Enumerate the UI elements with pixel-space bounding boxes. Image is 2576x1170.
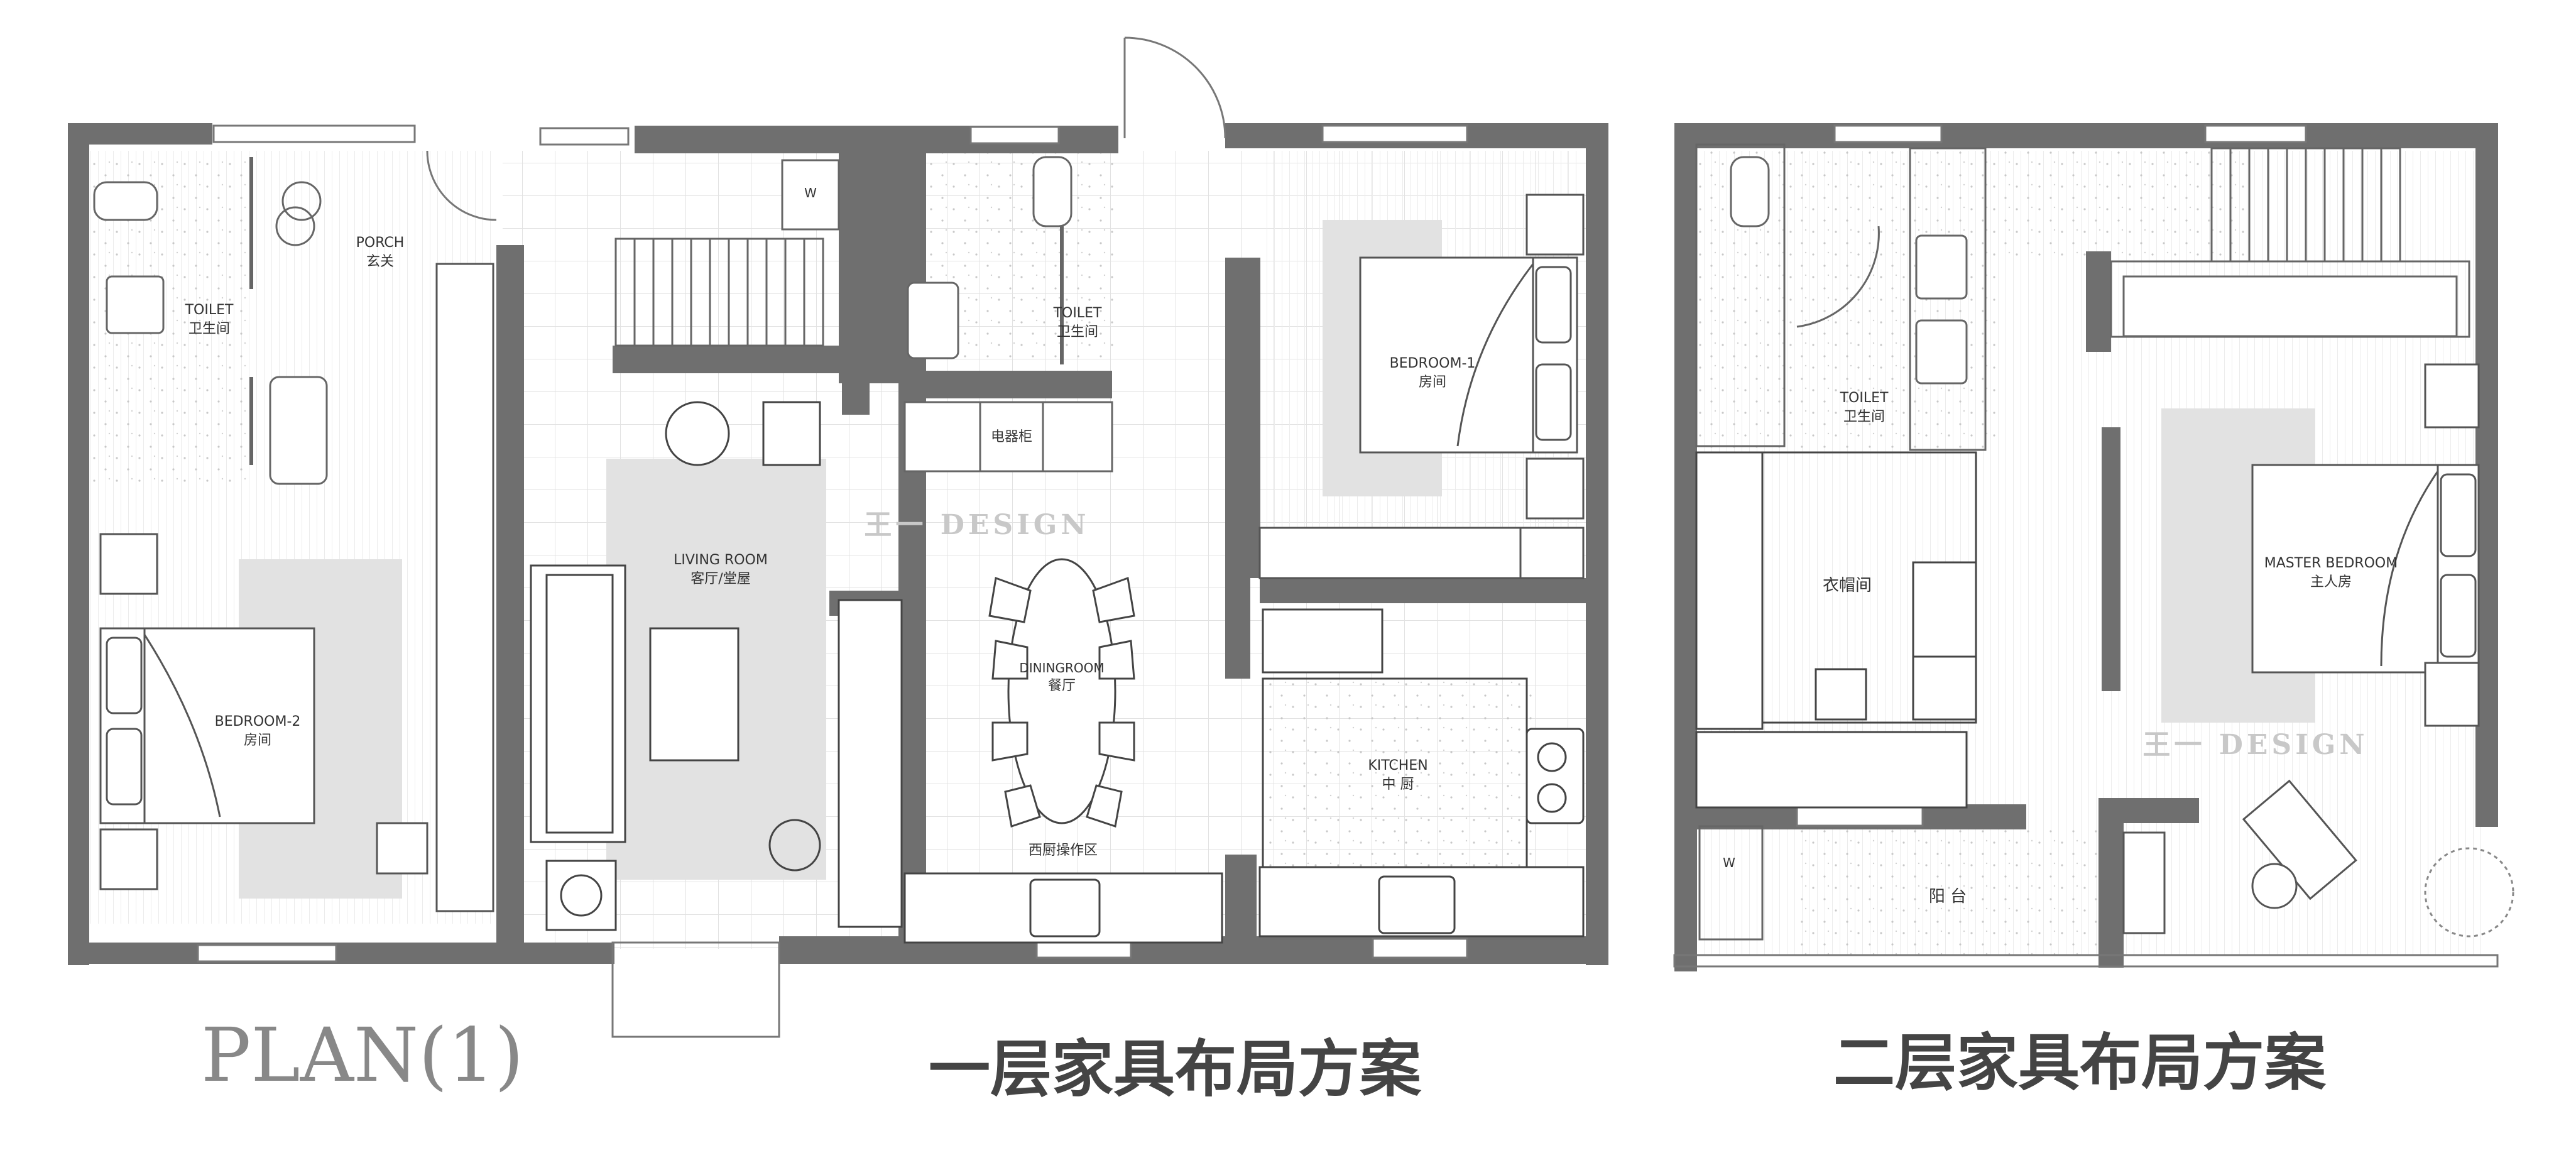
dining-furniture (903, 558, 1223, 944)
bedroom2-label-zh: 房间 (244, 733, 271, 748)
western-kitchen-label: 西厨操作区 (1029, 843, 1098, 858)
porch-label-en: PORCH (356, 235, 405, 251)
toilet-2f-fixtures (1695, 143, 1987, 451)
balcony-label: 阳 台 (1929, 887, 1967, 906)
toilet-left-label-zh: 卫生间 (188, 321, 230, 337)
exterior-walls-2f (1674, 123, 2498, 971)
entry-doors (426, 36, 1226, 1038)
appliance-cabinet-label: 电器柜 (991, 429, 1032, 445)
bed-bedroom1 (1258, 194, 1585, 579)
plan-title: PLAN(1) (201, 1012, 523, 1098)
master-label-zh: 主人房 (2310, 574, 2352, 590)
kitchen-label-zh: 中 厨 (1382, 777, 1414, 792)
toilet-left-label-en: TOILET (185, 302, 234, 318)
living-furniture (530, 401, 903, 931)
first-floor: W (68, 36, 1608, 1038)
kitchen-label-en: KITCHEN (1368, 758, 1427, 774)
bedroom2-label-en: BEDROOM-2 (215, 714, 301, 730)
plant-master (2424, 847, 2514, 938)
bedroom1-label-zh: 房间 (1419, 375, 1446, 390)
toilet-2f-label-zh: 卫生间 (1843, 409, 1885, 425)
toilet-mid-label-en: TOILET (1053, 305, 1102, 321)
toilet-mid-fixtures (903, 156, 1113, 473)
cloakroom-furniture (1695, 451, 1977, 809)
floor1-caption: 一层家具布局方案 (929, 1034, 1422, 1105)
living-label-en: LIVING ROOM (674, 552, 768, 568)
bedroom1-label-en: BEDROOM-1 (1390, 356, 1476, 371)
second-floor: W TOILET 卫生间 衣帽间 MASTER BEDROOM 主人房 阳 台 … (1673, 123, 2514, 971)
toilet-2f-label-en: TOILET (1840, 390, 1889, 406)
floor2-caption: 二层家具布局方案 (1833, 1027, 2327, 1099)
master-label-en: MASTER BEDROOM (2264, 555, 2398, 571)
cloakroom-label: 衣帽间 (1823, 576, 1872, 595)
porch-label-zh: 玄关 (366, 254, 394, 270)
toilet-mid-label-zh: 卫生间 (1057, 324, 1098, 340)
dining-label-zh: 餐厅 (1048, 678, 1076, 694)
living-label-zh: 客厅/堂屋 (690, 571, 750, 587)
bed-bedroom2 (99, 263, 494, 912)
stair-1f (614, 159, 840, 347)
kitchen-furniture (1258, 608, 1585, 938)
bed-master (2122, 363, 2480, 934)
interior-walls (496, 151, 1586, 961)
toilet-left-fixtures (93, 157, 328, 485)
washer-label-2f: W (1723, 855, 1735, 870)
washer-label-1f: W (804, 185, 817, 200)
stair-2f (2110, 147, 2470, 338)
watermark-1f: 王一 DESIGN (864, 509, 1089, 541)
watermark-2f: 王一 DESIGN (2142, 729, 2368, 761)
exterior-walls (68, 123, 1608, 965)
dining-label-en: DININGROOM (1019, 660, 1104, 675)
